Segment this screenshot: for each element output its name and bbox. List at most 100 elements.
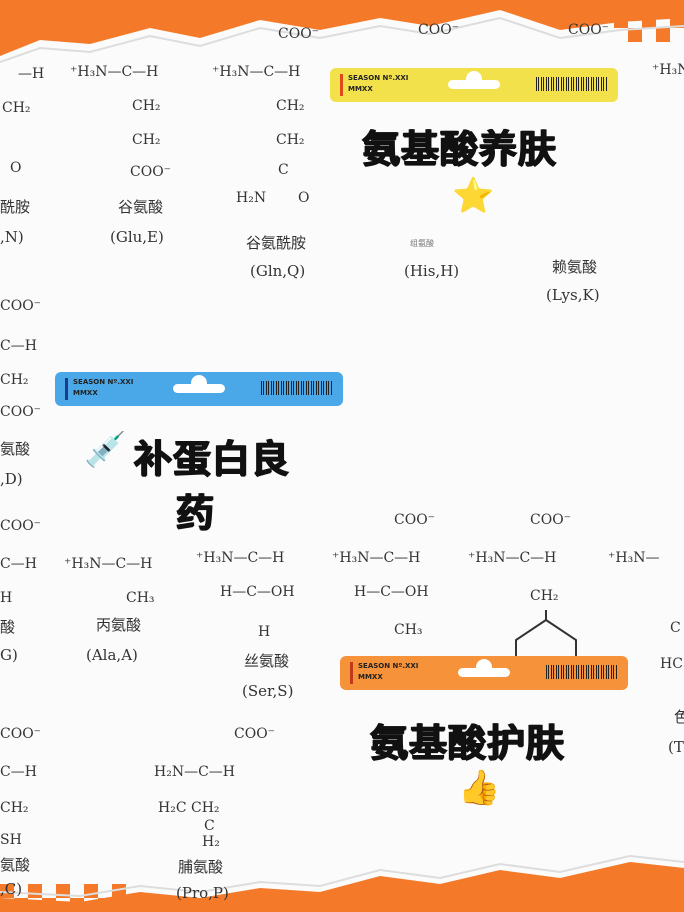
chem-label: C — [278, 162, 289, 178]
chem-label: H₂N — [236, 190, 267, 206]
amino-acid-abbr: (Glu,E) — [110, 228, 164, 246]
chem-label: COO⁻ — [394, 512, 436, 528]
chem-label: CH₂ — [530, 588, 559, 604]
amino-acid-abbr: (Gln,Q) — [250, 262, 306, 280]
amino-acid-abbr: (Ala,A) — [86, 646, 138, 664]
chem-label: H₂ — [202, 834, 220, 850]
amino-acid-abbr: (Lys,K) — [546, 286, 600, 304]
chem-label: COO⁻ — [278, 26, 320, 42]
chem-label: SH — [0, 832, 22, 848]
chem-label: COO⁻ — [0, 518, 42, 534]
barcode-icon — [546, 665, 618, 679]
amino-acid-abbr: G) — [0, 646, 18, 664]
chem-label: ⁺H₃N—C—H — [70, 64, 159, 80]
chem-label: ⁺H₃N—C—H — [332, 550, 421, 566]
torn-paper-top — [0, 0, 684, 63]
thumbs-up-icon: 👍 — [458, 768, 501, 808]
chem-label: CH₂ — [276, 132, 305, 148]
chem-label: CH₂ — [276, 98, 305, 114]
amino-acid-name: 谷氨酸 — [118, 198, 164, 216]
chem-label: HC — [660, 656, 683, 672]
chem-label: O — [10, 160, 22, 176]
headline-bottom: 氨基酸护肤 — [370, 721, 566, 765]
chem-label: H — [258, 624, 271, 640]
chem-label: ⁺H₃N— — [608, 550, 660, 566]
ticket-hang-tab — [191, 375, 207, 385]
chem-label: C — [204, 818, 215, 834]
chem-label: CH₂ — [132, 98, 161, 114]
chem-label: ⁺H₃N — [652, 62, 684, 78]
ticket-accent-bar — [65, 378, 68, 400]
headline-top: 氨基酸养肤 — [362, 127, 558, 171]
chem-label: COO⁻ — [568, 22, 610, 38]
chem-label: H—C—OH — [354, 584, 429, 600]
star-icon: ⭐ — [452, 176, 495, 216]
ticket-banner-orange: SEASON Nº.XXI MMXX — [340, 656, 628, 690]
amino-acid-abbr: ,D) — [0, 470, 23, 488]
benzene-ring-graphic — [515, 610, 577, 658]
amino-acid-name: 丝氨酸 — [244, 652, 290, 670]
chem-label: O — [298, 190, 310, 206]
chem-label: CH₃ — [126, 590, 155, 606]
amino-acid-name: 酰胺 — [0, 198, 31, 216]
ticket-accent-bar — [340, 74, 343, 96]
ticket-hang-tab — [466, 71, 482, 81]
chem-label: CH₂ — [132, 132, 161, 148]
amino-acid-name: 酸 — [0, 618, 16, 636]
ticket-year: MMXX — [348, 85, 373, 93]
ticket-hang-slot — [173, 384, 225, 393]
chem-label: ⁺H₃N—C—H — [468, 550, 557, 566]
chem-label: COO⁻ — [130, 164, 172, 180]
chem-label: ⁺H₃N—C—H — [196, 550, 285, 566]
chem-label: C—H — [0, 556, 37, 572]
chem-label: ⁺H₃N—C—H — [64, 556, 153, 572]
amino-acid-abbr: (Pro,P) — [176, 884, 229, 902]
headline-middle-line2: 药 — [176, 491, 216, 535]
chem-label: C — [670, 620, 681, 636]
chem-label: COO⁻ — [0, 404, 42, 420]
ticket-accent-bar — [350, 662, 353, 684]
chem-label: H—C—OH — [220, 584, 295, 600]
ticket-year: MMXX — [73, 389, 98, 397]
chem-label: COO⁻ — [0, 298, 42, 314]
amino-acid-name: 氨酸 — [0, 440, 31, 458]
chem-label: C—H — [0, 338, 37, 354]
amino-acid-name: 丙氨酸 — [96, 616, 142, 634]
chem-label: COO⁻ — [530, 512, 572, 528]
torn-paper-bottom — [0, 854, 684, 912]
chem-label: H — [0, 590, 13, 606]
chem-label: CH₂ — [0, 800, 29, 816]
ticket-hang-tab — [476, 659, 492, 669]
ticket-year: MMXX — [358, 673, 383, 681]
ticket-hang-slot — [458, 668, 510, 677]
syringe-icon: 💉 — [84, 430, 127, 470]
chem-label: CH₂ — [0, 372, 29, 388]
ticket-season: SEASON Nº.XXI — [358, 662, 419, 670]
barcode-icon — [536, 77, 608, 91]
ticket-hang-slot — [448, 80, 500, 89]
amino-acid-abbr: (Ser,S) — [242, 682, 294, 700]
amino-acid-abbr: (T — [668, 738, 684, 756]
chem-label: ⁺H₃N—C—H — [212, 64, 301, 80]
amino-acid-abbr: ,C) — [0, 880, 23, 898]
chem-label: COO⁻ — [0, 726, 42, 742]
chem-label: H₂N—C—H — [154, 764, 235, 780]
chem-label: COO⁻ — [234, 726, 276, 742]
chem-label: H₂C CH₂ — [158, 800, 220, 816]
chem-label: CH₂ — [2, 100, 31, 116]
barcode-icon — [261, 381, 333, 395]
ticket-season: SEASON Nº.XXI — [348, 74, 409, 82]
headline-middle-line1: 补蛋白良 — [134, 437, 291, 481]
chem-label: COO⁻ — [418, 22, 460, 38]
amino-acid-name: 组氨酸 — [410, 239, 434, 248]
chem-label: CH₃ — [394, 622, 423, 638]
amino-acid-name: 色 — [674, 708, 684, 726]
chem-label: C—H — [0, 764, 37, 780]
amino-acid-name: 赖氨酸 — [552, 258, 598, 276]
amino-acid-name: 脯氨酸 — [178, 858, 224, 876]
amino-acid-abbr: (His,H) — [404, 262, 460, 280]
amino-acid-name: 氨酸 — [0, 856, 31, 874]
ticket-season: SEASON Nº.XXI — [73, 378, 134, 386]
amino-acid-abbr: ,N) — [0, 228, 24, 246]
